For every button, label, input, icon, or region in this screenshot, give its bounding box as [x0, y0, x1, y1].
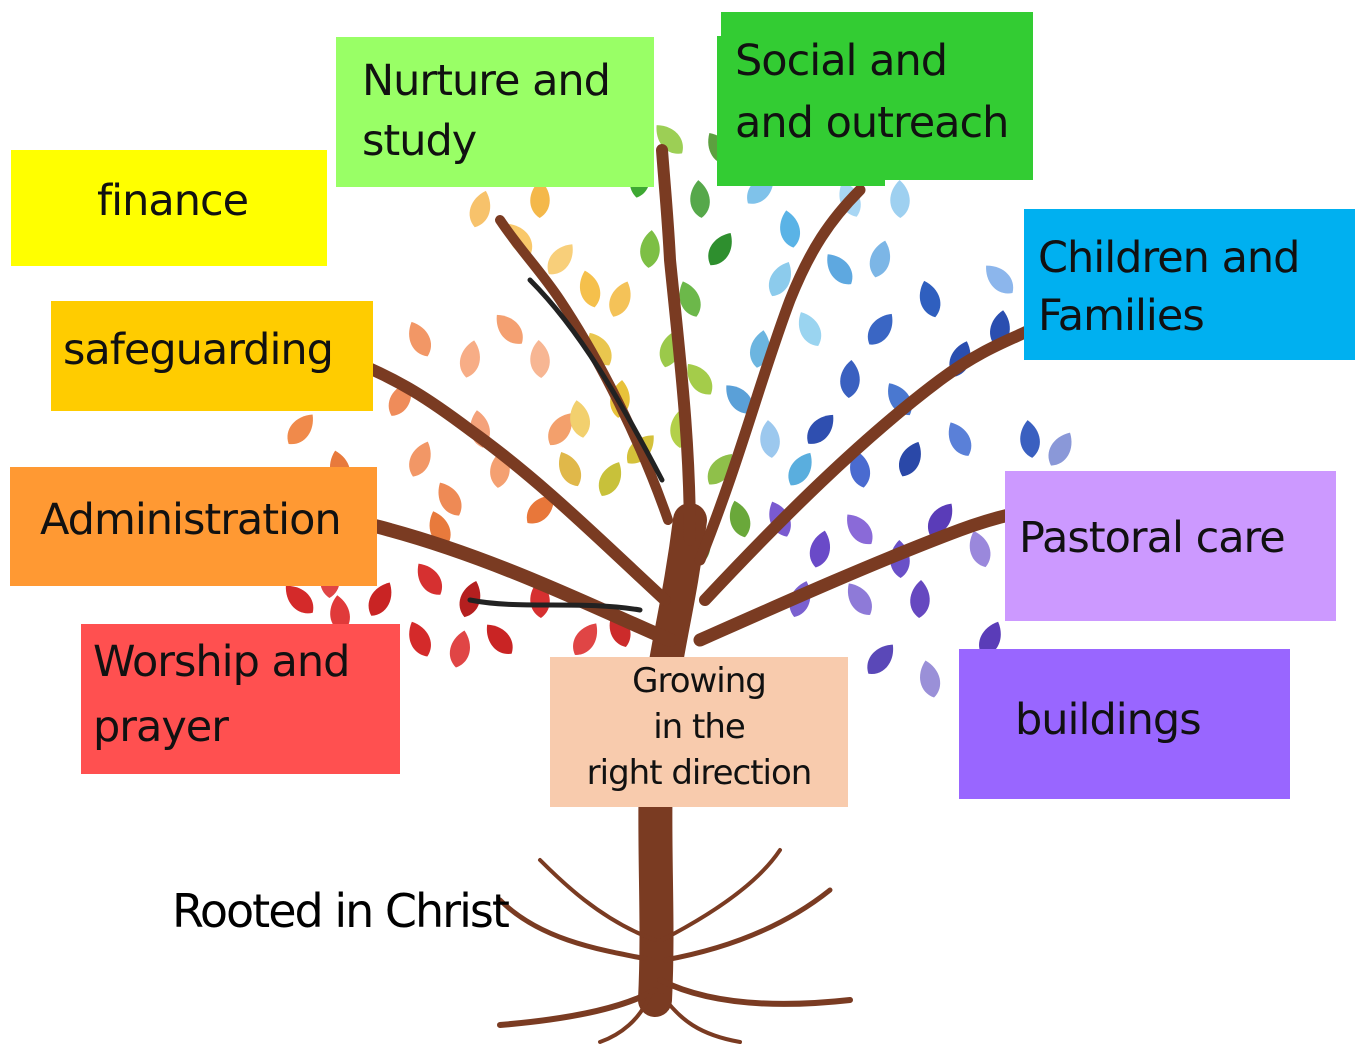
- leaf: [469, 190, 491, 228]
- leaf: [840, 360, 860, 398]
- leaf: [729, 500, 751, 538]
- leaf: [847, 583, 872, 615]
- growing-in-right-direction-box: Growing in the right direction: [550, 657, 848, 807]
- leaf: [438, 482, 462, 516]
- leaf: [919, 280, 941, 318]
- buildings-box: buildings: [959, 649, 1290, 799]
- leaf: [809, 530, 831, 568]
- leaf: [486, 624, 513, 654]
- leaf: [409, 441, 431, 477]
- worship-and-prayer-box: Worship and prayer: [81, 624, 400, 774]
- leaf: [687, 364, 713, 395]
- leaf: [530, 180, 550, 218]
- branch-dark-2: [467, 597, 643, 613]
- leaf: [768, 262, 792, 297]
- leaf: [847, 514, 873, 545]
- leaf: [409, 321, 432, 357]
- leaf: [285, 585, 314, 614]
- pastoral-care-box: Pastoral care: [1005, 471, 1336, 621]
- leaf: [690, 180, 710, 218]
- leaf: [609, 281, 631, 317]
- leaf: [760, 420, 780, 458]
- leaf: [969, 530, 991, 568]
- root-2: [657, 977, 853, 1007]
- leaf: [640, 230, 660, 268]
- root-6: [660, 993, 742, 1044]
- leaf: [656, 125, 683, 154]
- leaf: [530, 340, 550, 378]
- root-5: [598, 993, 652, 1044]
- leaf: [798, 312, 822, 347]
- leaf: [850, 450, 871, 488]
- leaf: [986, 265, 1014, 294]
- leaf: [708, 233, 732, 266]
- social-and-outreach-box: Social and and outreach: [721, 12, 1033, 180]
- branch-left-mid: [344, 354, 671, 606]
- leaf: [788, 452, 812, 486]
- leaf: [417, 563, 442, 595]
- leaf: [910, 580, 930, 618]
- leaf: [548, 413, 572, 446]
- leaf: [526, 495, 554, 524]
- leaf: [679, 281, 701, 317]
- leaf: [330, 595, 350, 633]
- root-8: [660, 848, 782, 942]
- leaf: [459, 340, 480, 378]
- leaf: [920, 660, 941, 698]
- administration-box: Administration: [10, 467, 377, 586]
- leaf: [890, 180, 910, 218]
- leaf: [979, 621, 1001, 657]
- leaf: [496, 314, 523, 344]
- leaf: [1020, 420, 1040, 458]
- branch-right-mid: [699, 324, 1036, 606]
- leaf: [573, 623, 598, 655]
- root-1: [497, 987, 658, 1028]
- children-and-families-box: Children and Families: [1024, 209, 1355, 360]
- leaf: [928, 503, 953, 535]
- leaf: [287, 414, 313, 445]
- leaf: [807, 414, 834, 444]
- branch-left-up: [495, 215, 673, 525]
- branch-right-up: [694, 184, 866, 566]
- leaf: [867, 313, 893, 345]
- leaf: [558, 452, 582, 487]
- leaf: [570, 400, 590, 438]
- leaf: [409, 621, 431, 657]
- leaf: [867, 644, 894, 674]
- leaf: [547, 244, 573, 275]
- nurture-and-study-box: Nurture and study: [336, 37, 654, 187]
- leaf: [598, 462, 622, 497]
- root-4: [662, 887, 833, 963]
- leaf: [869, 240, 891, 278]
- finance-box: finance: [11, 150, 327, 266]
- leaf: [948, 422, 972, 456]
- root-7: [538, 858, 657, 942]
- leaf: [449, 630, 470, 668]
- leaf: [368, 582, 392, 616]
- leaf: [726, 385, 754, 414]
- leaf: [898, 441, 921, 477]
- root-3: [497, 897, 655, 963]
- leaf: [780, 210, 801, 248]
- safeguarding-box: safeguarding: [51, 301, 373, 411]
- rooted-in-christ-caption: Rooted in Christ: [172, 884, 510, 938]
- leaf: [579, 270, 601, 308]
- branch-dark: [527, 277, 665, 483]
- branch-center: [656, 144, 696, 546]
- leaf: [827, 254, 853, 285]
- leaf: [1048, 432, 1072, 466]
